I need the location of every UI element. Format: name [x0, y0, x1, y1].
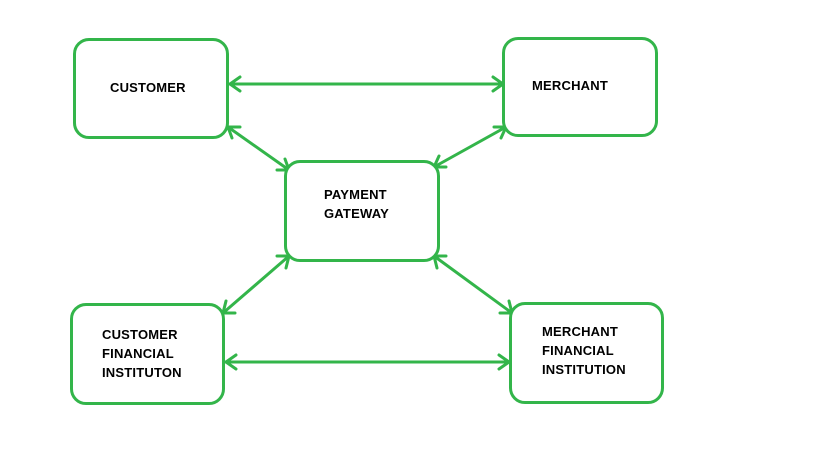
merchant-label: MERCHANT — [532, 78, 608, 93]
edge-gateway-customer-fi — [221, 254, 291, 315]
edge-customer-gateway — [226, 125, 291, 172]
edge-gateway-merchant-fi — [432, 254, 514, 315]
merchant-financial-institution-label: MERCHANT FINANCIAL INSTITUTION — [542, 324, 626, 377]
edge-customer-merchant — [228, 75, 505, 93]
customer-label: CUSTOMER — [110, 80, 186, 95]
customer-financial-institution-label: CUSTOMER FINANCIAL INSTITUTON — [102, 327, 182, 380]
payment-gateway-node — [284, 160, 440, 262]
payment-gateway-label: PAYMENT GATEWAY — [324, 187, 389, 221]
merchant-node — [502, 37, 658, 137]
customer-financial-institution-node — [70, 303, 225, 405]
edge-merchant-gateway — [432, 125, 508, 169]
merchant-financial-institution-node — [509, 302, 664, 404]
edge-customer-fi-merchant-fi — [224, 353, 511, 371]
customer-node — [73, 38, 229, 139]
